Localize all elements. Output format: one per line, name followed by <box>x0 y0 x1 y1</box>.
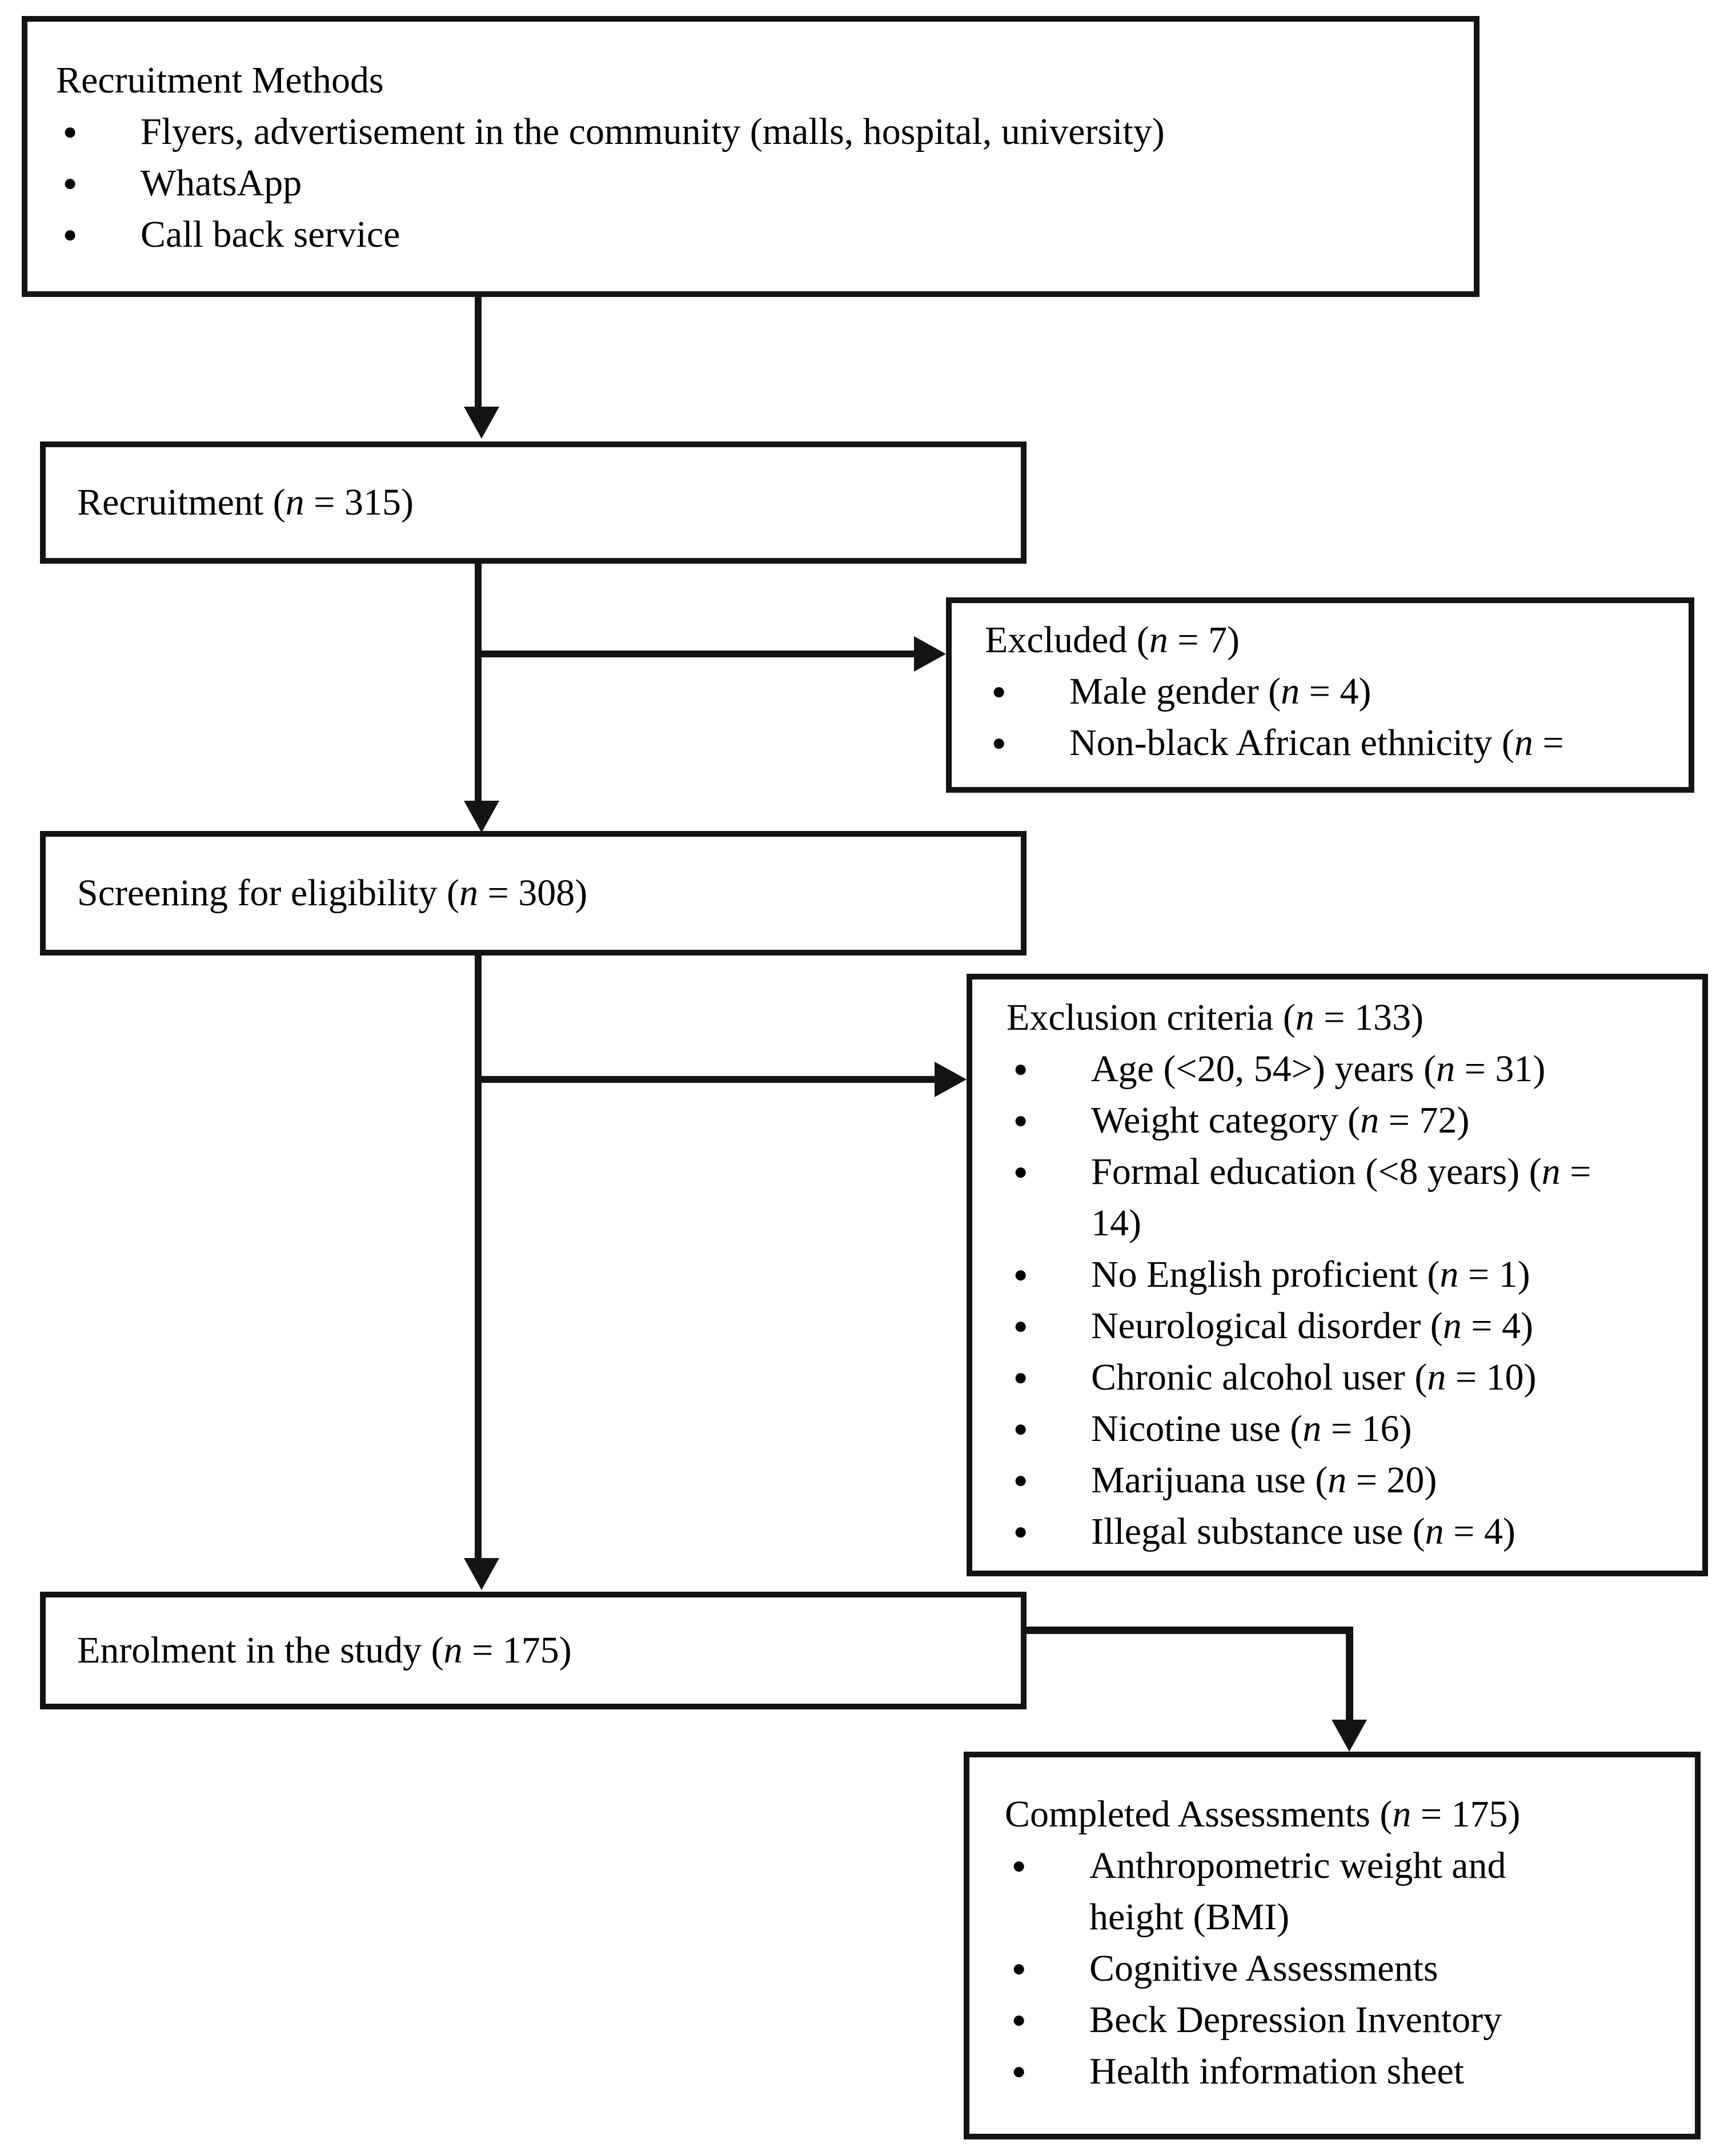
bullet-icon: ● <box>1012 2058 1027 2085</box>
flow-box-recruitment: Recruitment (n = 315) <box>40 441 1027 564</box>
bullet-icon: ● <box>1012 1956 1027 1982</box>
flow-box-exclusion-criteria: Exclusion criteria (n = 133) ● Age (<20, … <box>967 974 1708 1576</box>
box-title: Excluded (n = 7) <box>985 619 1240 661</box>
bullet-icon: ● <box>1012 2007 1027 2033</box>
box-title: Screening for eligibility (n = 308) <box>77 872 588 914</box>
bullet-item: ● Health information sheet <box>1005 2046 1689 2097</box>
bullet-icon: ● <box>1013 1262 1028 1288</box>
bullet-text: Illegal substance use (n = 4) <box>1091 1511 1516 1552</box>
bullet-icon: ● <box>63 170 78 196</box>
box-title: Completed Assessments (n = 175) <box>1005 1793 1521 1835</box>
bullet-item: ● Male gender (n = 4) <box>985 666 1683 717</box>
bullet-icon: ● <box>1013 1416 1028 1442</box>
bullet-item: ● Age (<20, 54>) years (n = 31) <box>1007 1043 1697 1095</box>
bullet-item: ● Beck Depression Inventory <box>1005 1994 1689 2046</box>
bullet-text: Beck Depression Inventory <box>1089 1999 1502 2041</box>
arrow-line-enrolment-to-completed <box>1346 1627 1353 1721</box>
bullet-text: Non-black African ethnicity (n = <box>1069 722 1564 764</box>
bullet-icon: ● <box>992 678 1007 705</box>
bullet-item: ● Illegal substance use (n = 4) <box>1007 1506 1697 1557</box>
arrowhead-down-icon <box>464 407 499 439</box>
bullet-icon: ● <box>1013 1313 1028 1339</box>
arrow-line-methods-to-recruitment <box>475 296 482 409</box>
bullet-list: ● Age (<20, 54>) years (n = 31) ● Weight ca… <box>1007 1043 1697 1557</box>
bullet-item: ● Non-black African ethnicity (n = <box>985 717 1683 769</box>
bullet-icon: ● <box>1012 1853 1027 1879</box>
bullet-text: Formal education (<8 years) (n =14) <box>1091 1151 1591 1244</box>
bullet-icon: ● <box>1013 1519 1028 1545</box>
bullet-text: Male gender (n = 4) <box>1069 671 1372 712</box>
bullet-item: ● Neurological disorder (n = 4) <box>1007 1300 1697 1352</box>
arrow-line-enrolment-horizontal <box>1025 1627 1353 1634</box>
flow-box-recruitment-methods: Recruitment Methods ● Flyers, advertiseme… <box>22 16 1480 297</box>
arrow-line-branch-to-exclusion-criteria <box>482 1076 935 1083</box>
flow-box-screening: Screening for eligibility (n = 308) <box>40 831 1027 955</box>
bullet-text: WhatsApp <box>141 162 302 204</box>
bullet-list: ● Male gender (n = 4) ● Non-black African e… <box>985 666 1683 769</box>
bullet-icon: ● <box>992 730 1007 756</box>
bullet-text: Nicotine use (n = 16) <box>1091 1408 1412 1450</box>
bullet-item: ● Weight category (n = 72) <box>1007 1095 1697 1146</box>
arrowhead-right-icon <box>914 636 946 672</box>
bullet-item: ● No English proficient (n = 1) <box>1007 1249 1697 1300</box>
bullet-icon: ● <box>63 222 78 248</box>
bullet-icon: ● <box>1013 1107 1028 1134</box>
bullet-icon: ● <box>1013 1467 1028 1493</box>
arrowhead-down-icon <box>1332 1720 1367 1752</box>
bullet-icon: ● <box>63 119 78 145</box>
bullet-list: ● Flyers, advertisement in the community … <box>56 106 1453 260</box>
bullet-icon: ● <box>1013 1056 1028 1082</box>
flow-box-enrolment: Enrolment in the study (n = 175) <box>40 1592 1027 1709</box>
bullet-text: Marijuana use (n = 20) <box>1091 1459 1437 1501</box>
bullet-text: Weight category (n = 72) <box>1091 1099 1470 1141</box>
bullet-item: ● WhatsApp <box>56 158 1453 209</box>
box-title: Enrolment in the study (n = 175) <box>77 1629 572 1671</box>
arrow-line-branch-to-excluded <box>482 651 914 657</box>
bullet-icon: ● <box>1013 1364 1028 1391</box>
bullet-item: ● Call back service <box>56 209 1453 260</box>
bullet-text: Flyers, advertisement in the community (… <box>141 111 1165 152</box>
bullet-text: Chronic alcohol user (n = 10) <box>1091 1356 1537 1398</box>
bullet-item: ● Formal education (<8 years) (n =14) <box>1007 1146 1697 1249</box>
bullet-item: ● Cognitive Assessments <box>1005 1943 1689 1994</box>
bullet-text: Age (<20, 54>) years (n = 31) <box>1091 1048 1546 1090</box>
arrowhead-down-icon <box>464 801 499 833</box>
bullet-item: ● Nicotine use (n = 16) <box>1007 1403 1697 1455</box>
arrow-line-screening-to-enrolment <box>475 954 482 1559</box>
bullet-icon: ● <box>1013 1159 1028 1185</box>
bullet-item: ● Marijuana use (n = 20) <box>1007 1455 1697 1506</box>
bullet-item: ● Chronic alcohol user (n = 10) <box>1007 1352 1697 1403</box>
box-title: Recruitment Methods <box>56 59 384 101</box>
arrowhead-down-icon <box>464 1558 499 1590</box>
bullet-text: No English proficient (n = 1) <box>1091 1254 1530 1295</box>
bullet-text: Health information sheet <box>1089 2050 1465 2092</box>
flow-box-completed-assessments: Completed Assessments (n = 175) ● Anthrop… <box>964 1752 1701 2139</box>
box-title: Recruitment (n = 315) <box>77 481 414 523</box>
bullet-text: Call back service <box>141 214 400 255</box>
bullet-item: ● Flyers, advertisement in the community … <box>56 106 1453 158</box>
arrowhead-right-icon <box>935 1062 967 1097</box>
flow-box-excluded: Excluded (n = 7) ● Male gender (n = 4) ● No… <box>946 597 1694 793</box>
bullet-text: Neurological disorder (n = 4) <box>1091 1305 1533 1347</box>
arrow-line-recruitment-to-screening <box>475 563 482 802</box>
box-title: Exclusion criteria (n = 133) <box>1007 997 1424 1038</box>
bullet-text: Cognitive Assessments <box>1089 1948 1438 1989</box>
